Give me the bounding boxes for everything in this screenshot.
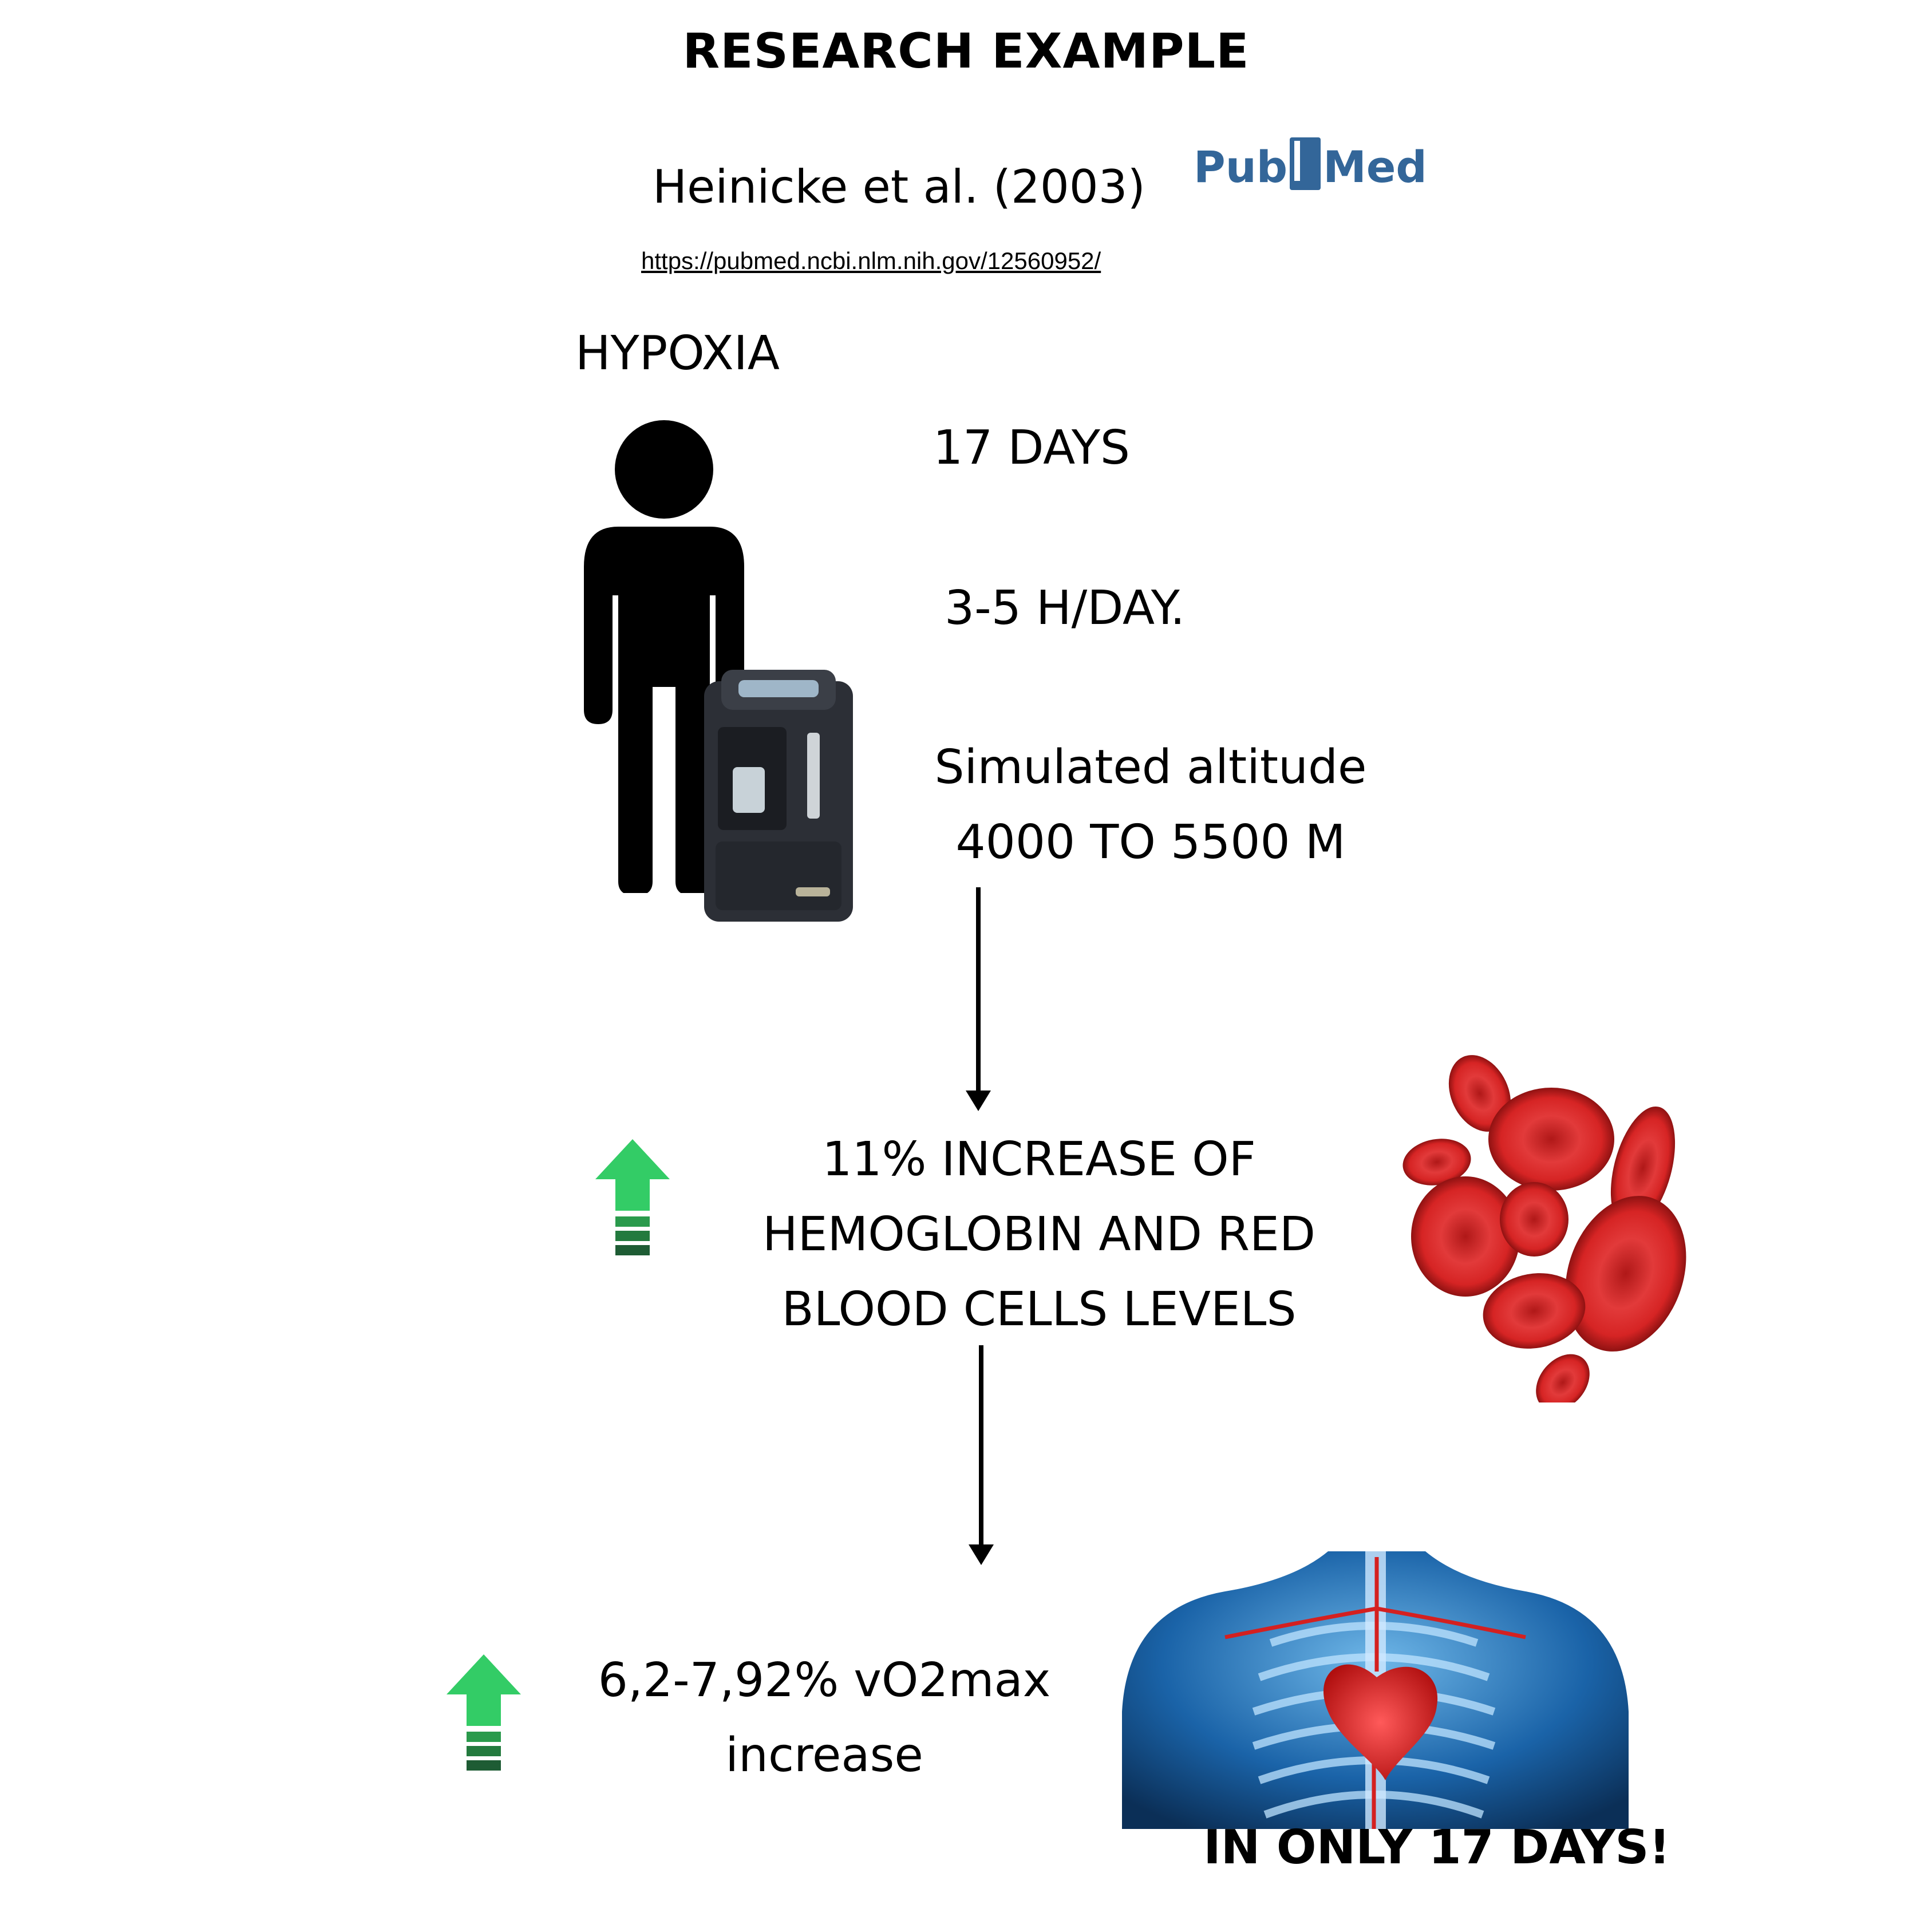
flow-arrow-head — [966, 1091, 991, 1111]
result1-line2: HEMOGLOBIN AND RED — [762, 1207, 1316, 1262]
oxygen-concentrator-image — [704, 670, 853, 922]
flow-arrow-line — [976, 887, 981, 1093]
red-blood-cells-image — [1402, 1055, 1686, 1402]
green-up-arrow-icon — [595, 1139, 670, 1255]
altitude-block: Simulated altitude 4000 TO 5500 M — [893, 730, 1408, 880]
hours-per-day: 3-5 H/DAY. — [945, 581, 1186, 635]
citation-text: Heinicke et al. (2003) — [653, 160, 1145, 214]
book-icon — [1290, 137, 1321, 190]
hypoxia-label: HYPOXIA — [575, 326, 780, 381]
altitude-line1: Simulated altitude — [934, 740, 1367, 795]
altitude-line2: 4000 TO 5500 M — [955, 815, 1346, 870]
pubmed-link[interactable]: https://pubmed.ncbi.nlm.nih.gov/12560952… — [641, 247, 1101, 274]
duration-days: 17 DAYS — [933, 421, 1130, 475]
conclusion-text: IN ONLY 17 DAYS! — [1203, 1820, 1670, 1875]
human-torso-heart-image — [1122, 1540, 1629, 1829]
result2-line1: 6,2-7,92% vO2max — [598, 1653, 1051, 1708]
result1-line1: 11% INCREASE OF — [822, 1132, 1256, 1187]
flow-arrow-head — [969, 1544, 994, 1565]
pubmed-logo-left: Pub — [1194, 141, 1288, 192]
page-title: RESEARCH EXAMPLE — [682, 23, 1250, 79]
result-vo2max: 6,2-7,92% vO2max increase — [538, 1643, 1111, 1793]
result2-line2: increase — [725, 1728, 923, 1783]
result-hemoglobin: 11% INCREASE OF HEMOGLOBIN AND RED BLOOD… — [710, 1122, 1368, 1348]
pubmed-logo: Pub Med — [1194, 137, 1427, 192]
pubmed-logo-right: Med — [1323, 141, 1427, 192]
result1-line3: BLOOD CELLS LEVELS — [781, 1282, 1297, 1337]
flow-arrow-line — [979, 1345, 983, 1546]
green-up-arrow-icon — [447, 1654, 521, 1771]
